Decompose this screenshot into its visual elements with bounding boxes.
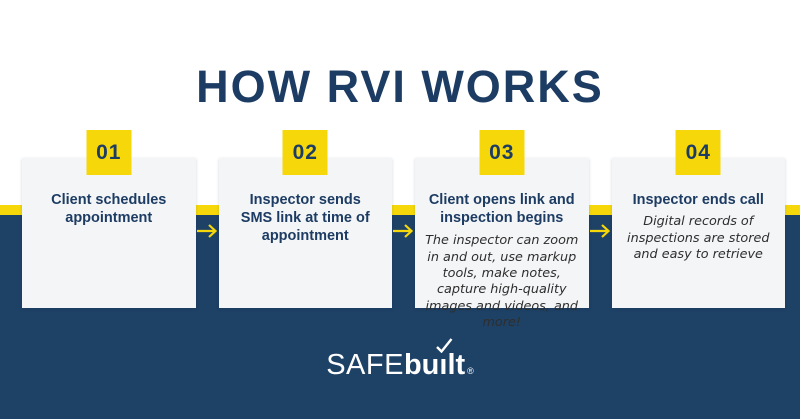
yellow-stripe [0,205,800,215]
steps-row: 01 Client schedules appointment 02 Inspe… [22,130,785,330]
step-description: The inspector can zoom in and out, use m… [425,233,579,331]
step-heading: Client schedules appointment [51,192,167,227]
logo-letter-i: ı [436,338,453,380]
step-number-badge: 02 [282,130,328,175]
step-heading: Client opens link and inspection begins [428,192,575,227]
step-card-2: 02 Inspector sends SMS link at time of a… [218,130,392,308]
step-card-1: 01 Client schedules appointment [22,130,196,308]
registered-trademark: ® [467,366,474,376]
step-card-4: 04 Inspector ends call Digital records o… [611,130,785,308]
step-heading: Inspector sends SMS link at time of appo… [240,192,370,245]
step-heading: Inspector ends call [632,192,764,208]
page-title: HOW RVI WORKS [196,61,604,113]
logo-text-safe: SAFE [326,349,404,381]
step-card-3: 03 Client opens link and inspection begi… [415,130,589,330]
right-arrow-icon [197,224,218,238]
step-description: Digital records of inspections are store… [627,214,770,262]
step-number-badge: 01 [86,130,132,175]
check-icon [436,338,453,353]
right-arrow-icon [590,224,611,238]
step-number-badge: 03 [479,130,525,175]
step-number-badge: 04 [675,130,721,175]
right-arrow-icon [393,224,414,238]
